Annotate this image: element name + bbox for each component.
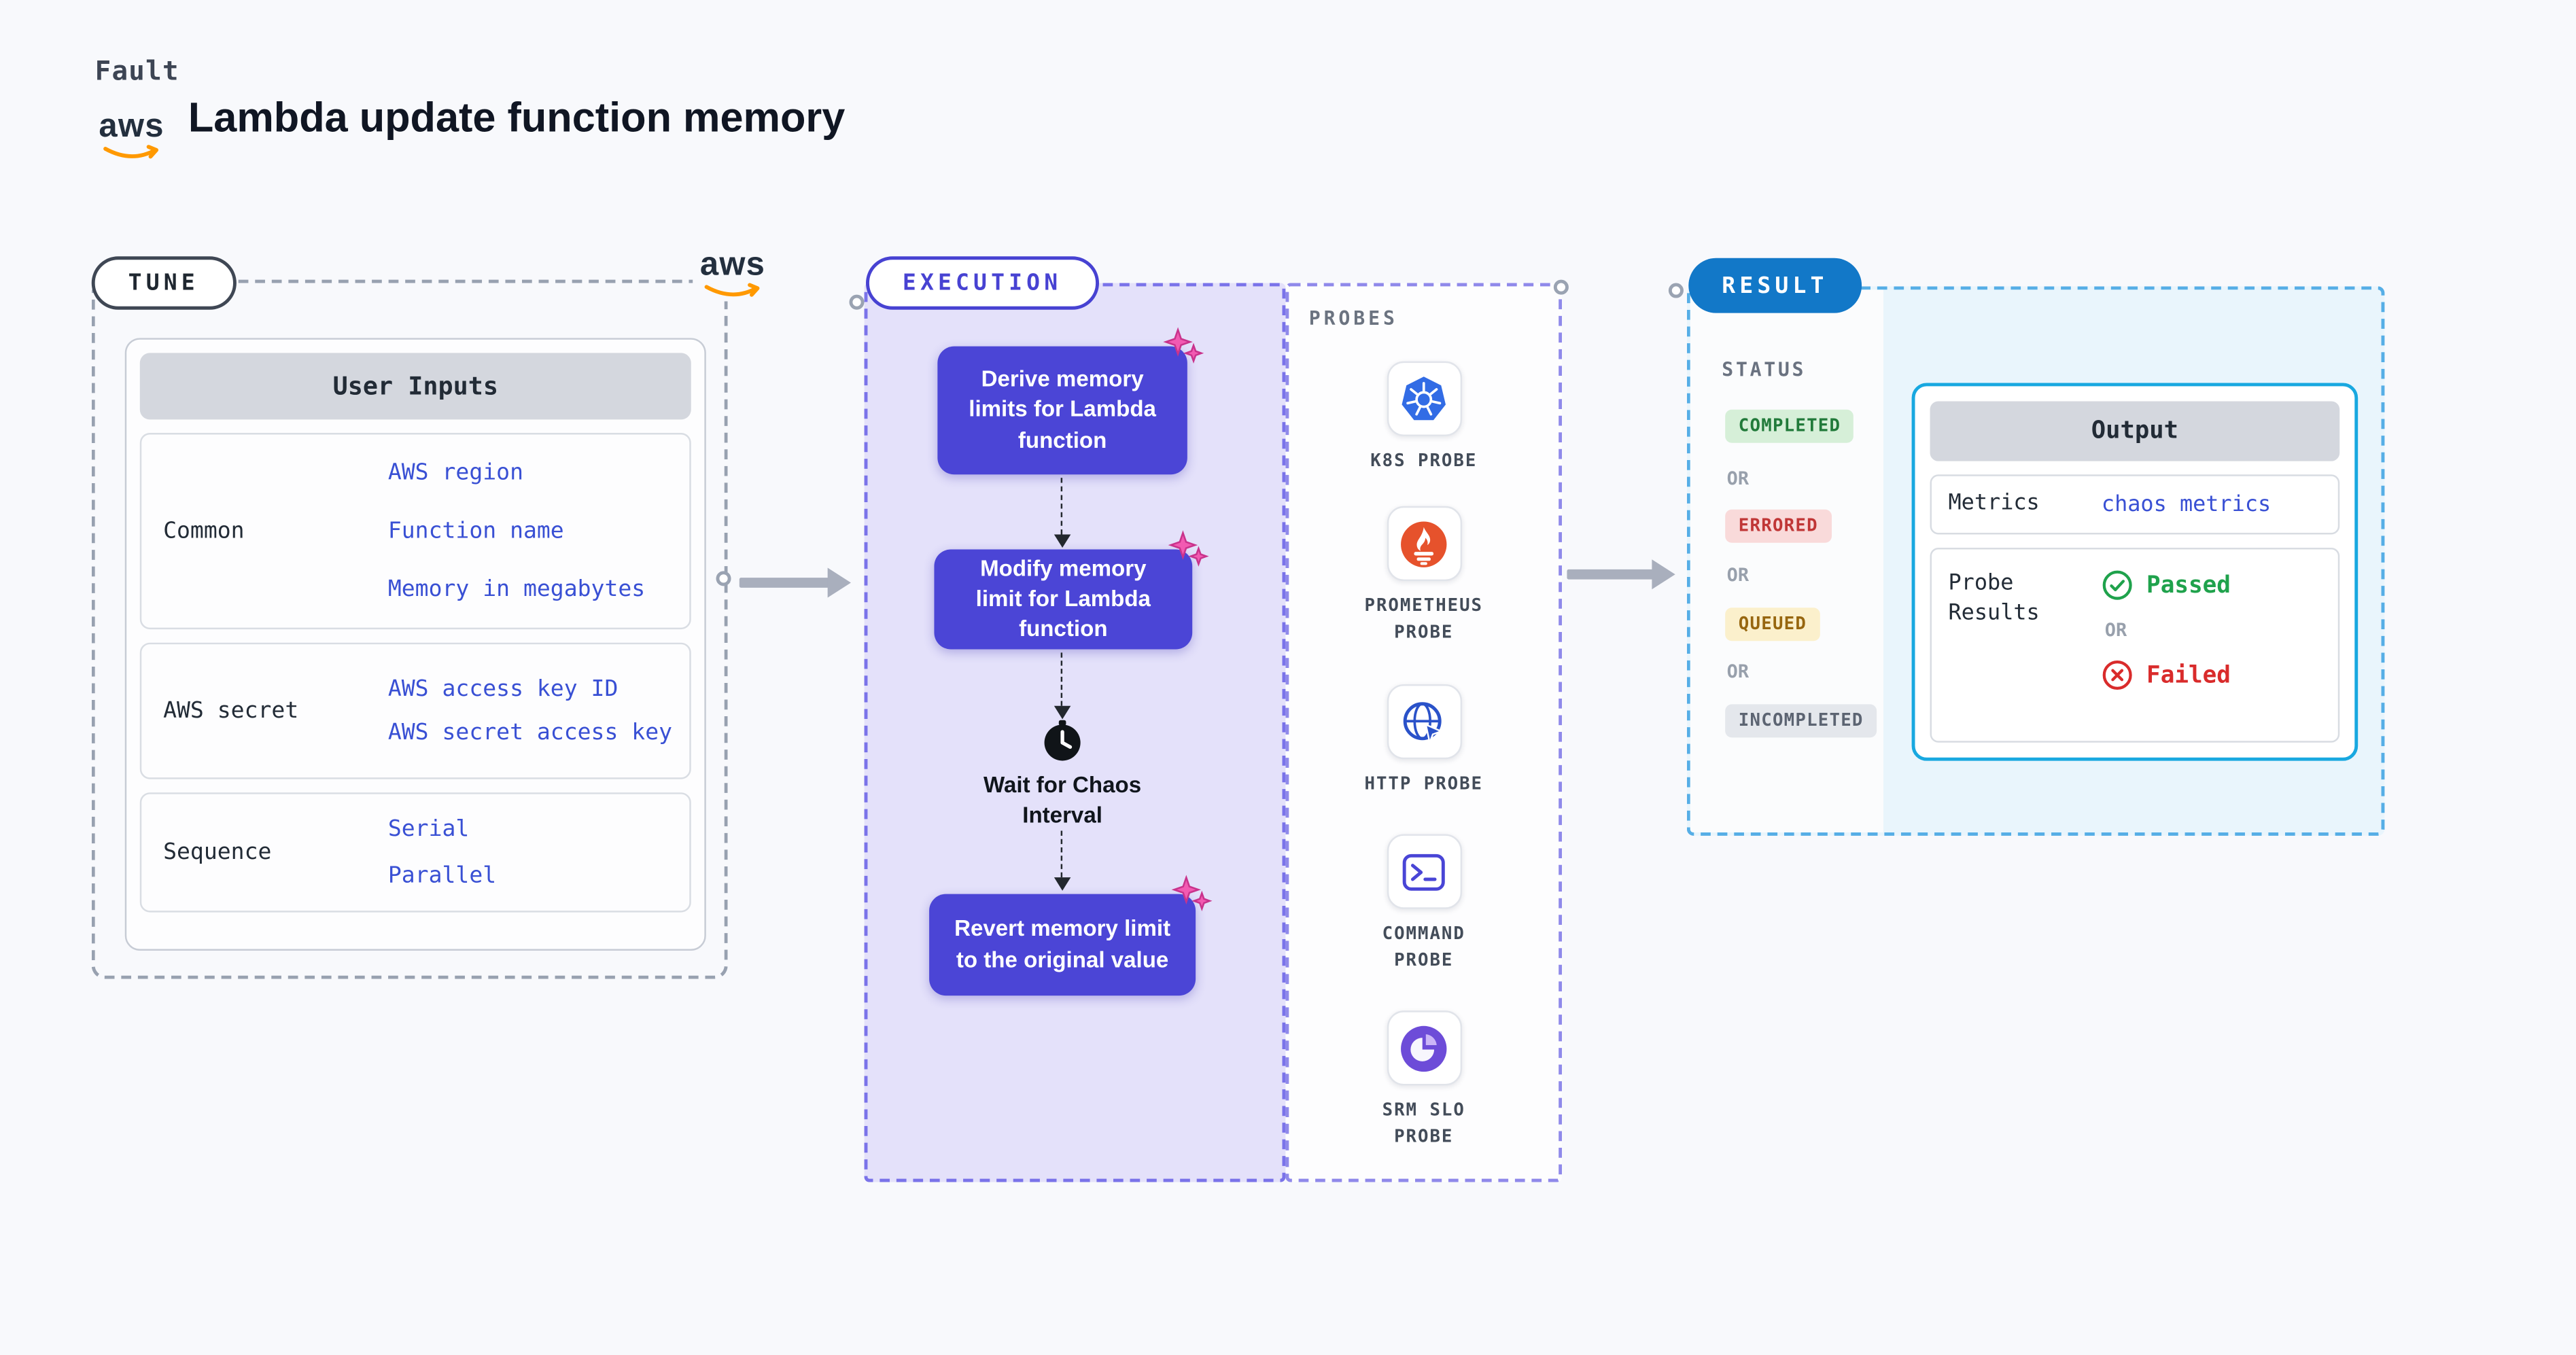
sparkle-icon <box>1168 530 1209 567</box>
tune-pill: TUNE <box>91 256 236 310</box>
status-badge-completed: COMPLETED <box>1725 409 1854 443</box>
wait-for-chaos-interval-label: Wait for Chaos Interval <box>983 772 1142 827</box>
sparkle-icon <box>1171 875 1213 912</box>
aws-smile-icon <box>704 283 760 297</box>
step-label: Modify memory limit for Lambda function <box>975 555 1151 641</box>
aws-logo-text: aws <box>699 246 766 283</box>
probe-item-srm-slo: SRM SLO PROBE <box>1287 1010 1561 1151</box>
aws-logo: aws <box>92 110 172 163</box>
metrics-row: Metrics chaos metrics <box>1930 474 2340 535</box>
probe-icon-card <box>1386 361 1461 436</box>
input-value-access-key-id: AWS access key ID <box>387 676 619 703</box>
status-badge-errored: ERRORED <box>1725 509 1832 543</box>
input-row-sequence: Sequence Serial Parallel <box>139 792 691 913</box>
aws-logo-text: aws <box>99 108 164 145</box>
input-row-common: Common AWS region Function name Memory i… <box>139 433 691 630</box>
step-label: Derive memory limits for Lambda function <box>969 366 1156 453</box>
connector-port <box>849 294 865 310</box>
clock-icon <box>1044 720 1081 761</box>
status-badge-incompleted: INCOMPLETED <box>1725 704 1877 738</box>
output-card: Output Metrics chaos metrics Probe Resul… <box>1911 383 2359 761</box>
probe-label: SRM SLO PROBE <box>1382 1100 1465 1148</box>
fault-kicker: Fault <box>94 54 179 87</box>
probe-results-label: Probe Results <box>1948 571 2040 627</box>
status-badge-queued: QUEUED <box>1725 608 1820 641</box>
step-label: Revert memory limit to the original valu… <box>954 916 1171 972</box>
probe-icon-card <box>1386 506 1461 582</box>
or-separator: OR <box>1726 564 1750 586</box>
step-connector <box>1053 652 1071 720</box>
probe-item-command: COMMAND PROBE <box>1287 834 1561 974</box>
or-separator: OR <box>2104 619 2127 641</box>
probe-item-http: HTTP PROBE <box>1287 684 1561 798</box>
sparkle-icon <box>1163 327 1204 364</box>
probe-item-k8s: K8S PROBE <box>1287 361 1561 475</box>
step-revert-memory-limit: Revert memory limit to the original valu… <box>929 875 1213 996</box>
result-pill: RESULT <box>1688 258 1862 313</box>
check-circle-icon <box>2102 570 2132 600</box>
row-label-sequence: Sequence <box>163 839 272 866</box>
tune-section <box>91 279 728 979</box>
step-modify-memory-limit: Modify memory limit for Lambda function <box>934 530 1209 650</box>
probe-result-passed: Passed <box>2102 569 2231 601</box>
input-row-aws-secret: AWS secret AWS access key ID AWS secret … <box>139 642 691 779</box>
execution-to-result-arrow <box>1567 559 1675 590</box>
probe-results-row: Probe Results Passed OR <box>1930 548 2340 743</box>
row-values-common: AWS region Function name Memory in megab… <box>388 434 689 627</box>
probe-icon-card <box>1386 1010 1461 1086</box>
row-label-aws-secret: AWS secret <box>163 697 299 724</box>
passed-label: Passed <box>2146 571 2231 599</box>
kubernetes-icon <box>1402 376 1446 419</box>
connector-port <box>716 571 731 586</box>
user-inputs-header: User Inputs <box>139 353 691 420</box>
probe-results-values: Passed OR Failed <box>2102 569 2231 691</box>
terminal-icon <box>1402 853 1445 890</box>
probe-label: PROMETHEUS PROBE <box>1364 596 1483 644</box>
tune-to-execution-arrow <box>739 567 851 598</box>
globe-icon <box>1403 701 1444 745</box>
aws-smile-icon <box>103 145 159 159</box>
page-title: Lambda update function memory <box>188 94 846 142</box>
probe-label: HTTP PROBE <box>1364 774 1483 794</box>
pie-chart-icon <box>1401 1025 1447 1071</box>
prometheus-icon <box>1401 521 1447 567</box>
input-value-secret-access-key: AWS secret access key <box>387 718 673 745</box>
probes-title: PROBES <box>1308 306 1398 330</box>
connector-port <box>1553 279 1569 295</box>
probe-icon-card <box>1386 834 1461 909</box>
step-connector <box>1053 830 1071 891</box>
step-derive-memory-limits: Derive memory limits for Lambda function <box>937 327 1204 475</box>
row-label-common: Common <box>163 517 245 545</box>
status-column <box>1690 289 1883 832</box>
row-values-sequence: Serial Parallel <box>388 794 689 911</box>
result-section: STATUS COMPLETED OR ERRORED OR QUEUED OR… <box>1686 286 2385 836</box>
execution-pill: EXECUTION <box>866 256 1099 310</box>
connector-port <box>1668 283 1684 298</box>
chaos-metrics-link[interactable]: chaos metrics <box>2101 491 2272 517</box>
input-value-aws-region: AWS region <box>387 459 523 486</box>
or-separator: OR <box>1726 661 1750 683</box>
failed-label: Failed <box>2146 661 2231 689</box>
output-header: Output <box>1930 401 2340 461</box>
probe-label: COMMAND PROBE <box>1382 923 1465 972</box>
aws-logo-tune: aws <box>693 246 773 302</box>
or-separator: OR <box>1726 468 1750 490</box>
input-value-function-name: Function name <box>387 517 564 544</box>
probe-item-prometheus: PROMETHEUS PROBE <box>1287 506 1561 647</box>
input-value-memory: Memory in megabytes <box>387 576 646 603</box>
probe-icon-card <box>1386 684 1461 760</box>
probe-label: K8S PROBE <box>1370 451 1478 472</box>
input-value-serial: Serial <box>387 816 470 843</box>
input-value-parallel: Parallel <box>387 861 497 889</box>
step-connector <box>1053 478 1071 548</box>
row-values-aws-secret: AWS access key ID AWS secret access key <box>388 644 689 777</box>
status-title: STATUS <box>1722 357 1807 382</box>
probe-result-failed: Failed <box>2102 659 2231 691</box>
user-inputs-card: User Inputs Common AWS region Function n… <box>124 338 706 951</box>
x-circle-icon <box>2102 660 2132 690</box>
metrics-label: Metrics <box>1948 491 2040 516</box>
